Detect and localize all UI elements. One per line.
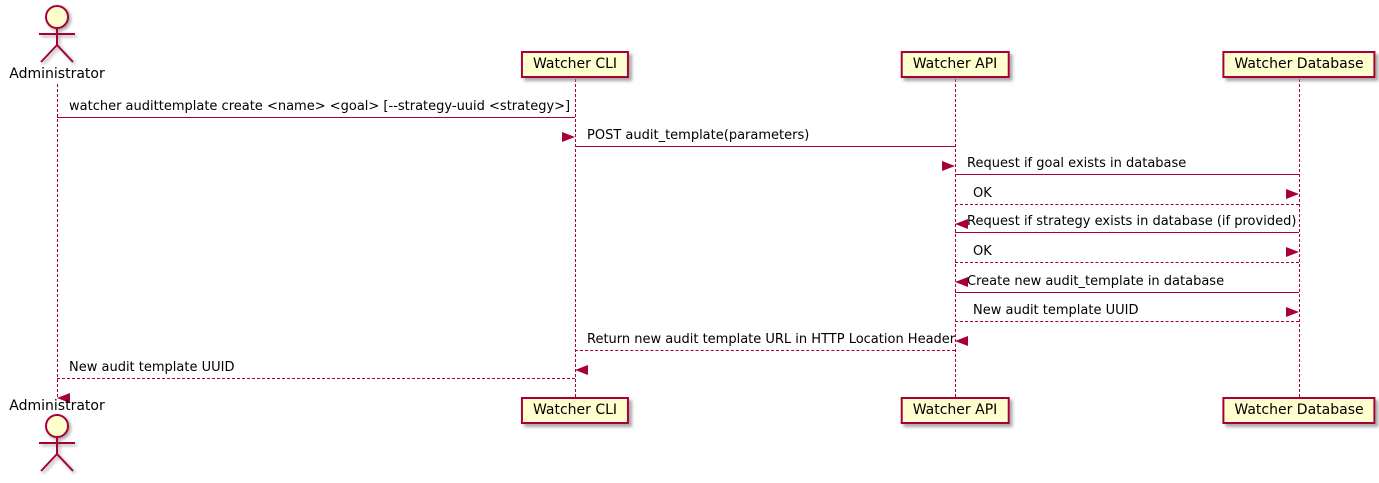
- participant-box-watcher-api-top: Watcher API: [900, 51, 1010, 78]
- message-text: New audit template UUID: [69, 360, 235, 375]
- message-text: OK: [973, 186, 992, 201]
- arrowhead-right-icon: [1286, 247, 1299, 257]
- message-create-audit-template-db: Create new audit_template in database: [955, 273, 1299, 317]
- arrowhead-right-icon: [562, 132, 575, 142]
- message-text: Create new audit_template in database: [967, 274, 1225, 289]
- message-request-strategy-exists: Request if strategy exists in database (…: [955, 213, 1299, 257]
- message-request-goal-exists: Request if goal exists in database: [955, 155, 1299, 199]
- actor-label-administrator-bottom: Administrator: [9, 398, 105, 414]
- message-text: watcher audittemplate create <name> <goa…: [69, 99, 571, 114]
- arrowhead-left-icon: [955, 219, 968, 229]
- message-new-uuid-admin: New audit template UUID: [57, 359, 575, 403]
- message-text: POST audit_template(parameters): [587, 128, 810, 143]
- participant-box-watcher-cli-top: Watcher CLI: [520, 51, 630, 78]
- lifeline-administrator: [57, 84, 58, 397]
- message-post-audit-template: POST audit_template(parameters): [575, 127, 955, 171]
- message-text: OK: [973, 244, 992, 259]
- participant-box-watcher-database-top: Watcher Database: [1222, 51, 1376, 78]
- arrowhead-left-icon: [955, 336, 968, 346]
- actor-icon: [31, 413, 83, 479]
- actor-icon: [31, 4, 83, 70]
- participant-box-watcher-database-bottom: Watcher Database: [1222, 397, 1376, 424]
- message-return-url: Return new audit template URL in HTTP Lo…: [575, 331, 956, 375]
- message-ok-strategy: OK: [955, 243, 1299, 287]
- message-text: New audit template UUID: [973, 303, 1139, 318]
- message-text: Request if strategy exists in database (…: [967, 214, 1297, 229]
- message-ok-goal: OK: [955, 185, 1299, 229]
- arrowhead-right-icon: [942, 161, 955, 171]
- participant-box-watcher-cli-bottom: Watcher CLI: [520, 397, 630, 424]
- actor-label-administrator-top: Administrator: [9, 66, 105, 82]
- message-text: Return new audit template URL in HTTP Lo…: [587, 332, 956, 347]
- arrowhead-right-icon: [1286, 307, 1299, 317]
- arrowhead-left-icon: [955, 277, 968, 287]
- arrowhead-left-icon: [57, 393, 70, 403]
- lifeline-watcher-cli: [575, 79, 576, 397]
- lifeline-watcher-database: [1299, 79, 1300, 397]
- lifeline-watcher-api: [955, 79, 956, 397]
- arrowhead-left-icon: [575, 365, 588, 375]
- arrowhead-right-icon: [1286, 189, 1299, 199]
- participant-box-watcher-api-bottom: Watcher API: [900, 397, 1010, 424]
- message-cli-create-command: watcher audittemplate create <name> <goa…: [57, 98, 575, 142]
- message-new-uuid-db: New audit template UUID: [955, 302, 1299, 346]
- message-text: Request if goal exists in database: [967, 156, 1187, 171]
